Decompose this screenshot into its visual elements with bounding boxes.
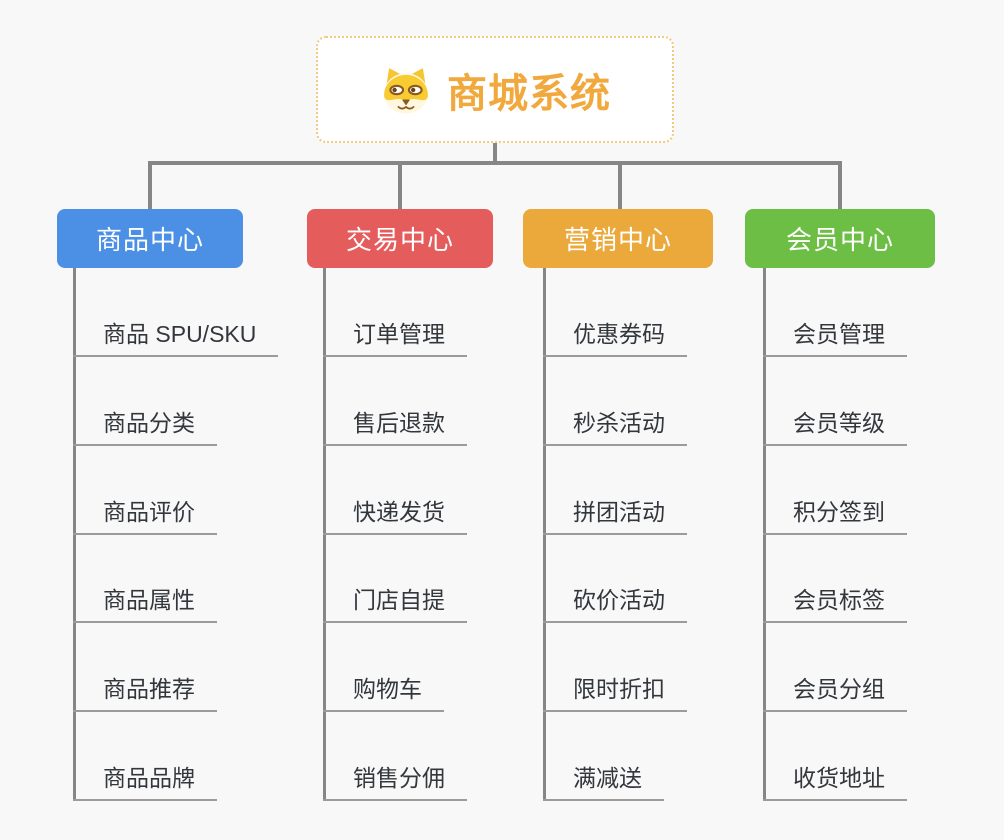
- root-node[interactable]: 商城系统: [316, 36, 674, 143]
- child-node[interactable]: 商品属性: [73, 585, 217, 623]
- child-node[interactable]: 优惠券码: [543, 319, 687, 357]
- connector-drop-product-center: [148, 161, 152, 209]
- child-node[interactable]: 快递发货: [323, 497, 467, 535]
- dog-face-icon: [379, 66, 433, 114]
- child-node[interactable]: 商品评价: [73, 497, 217, 535]
- branch-label: 会员中心: [785, 225, 894, 255]
- child-node[interactable]: 商品分类: [73, 408, 217, 446]
- child-node[interactable]: 购物车: [323, 674, 444, 712]
- branch-label: 营销中心: [563, 225, 672, 255]
- child-node[interactable]: 会员分组: [763, 674, 907, 712]
- child-node[interactable]: 售后退款: [323, 408, 467, 446]
- connector-drop-trade-center: [398, 161, 402, 209]
- child-node[interactable]: 商品 SPU/SKU: [73, 319, 279, 357]
- branch-node-marketing-center[interactable]: 营销中心: [523, 209, 713, 268]
- child-node[interactable]: 商品推荐: [73, 674, 217, 712]
- child-node[interactable]: 订单管理: [323, 319, 467, 357]
- child-node[interactable]: 限时折扣: [543, 674, 687, 712]
- child-node[interactable]: 满减送: [543, 763, 664, 801]
- child-node[interactable]: 收货地址: [763, 763, 907, 801]
- child-node[interactable]: 积分签到: [763, 497, 907, 535]
- branch-node-product-center[interactable]: 商品中心: [57, 209, 243, 268]
- connector-bus: [150, 161, 842, 165]
- child-node[interactable]: 销售分佣: [323, 763, 467, 801]
- branch-label: 商品中心: [95, 225, 204, 255]
- branch-label: 交易中心: [345, 225, 454, 255]
- child-node[interactable]: 会员标签: [763, 585, 907, 623]
- child-node[interactable]: 秒杀活动: [543, 408, 687, 446]
- connector-drop-member-center: [838, 161, 842, 209]
- child-node[interactable]: 砍价活动: [543, 585, 687, 623]
- child-node[interactable]: 商品品牌: [73, 763, 217, 801]
- child-node[interactable]: 会员等级: [763, 408, 907, 446]
- child-node[interactable]: 会员管理: [763, 319, 907, 357]
- branch-node-member-center[interactable]: 会员中心: [745, 209, 935, 268]
- root-node-title: 商城系统: [447, 71, 611, 116]
- connector-drop-marketing-center: [618, 161, 622, 209]
- branch-node-trade-center[interactable]: 交易中心: [307, 209, 493, 268]
- child-node[interactable]: 门店自提: [323, 585, 467, 623]
- root-connector-stub: [493, 143, 497, 163]
- child-node[interactable]: 拼团活动: [543, 497, 687, 535]
